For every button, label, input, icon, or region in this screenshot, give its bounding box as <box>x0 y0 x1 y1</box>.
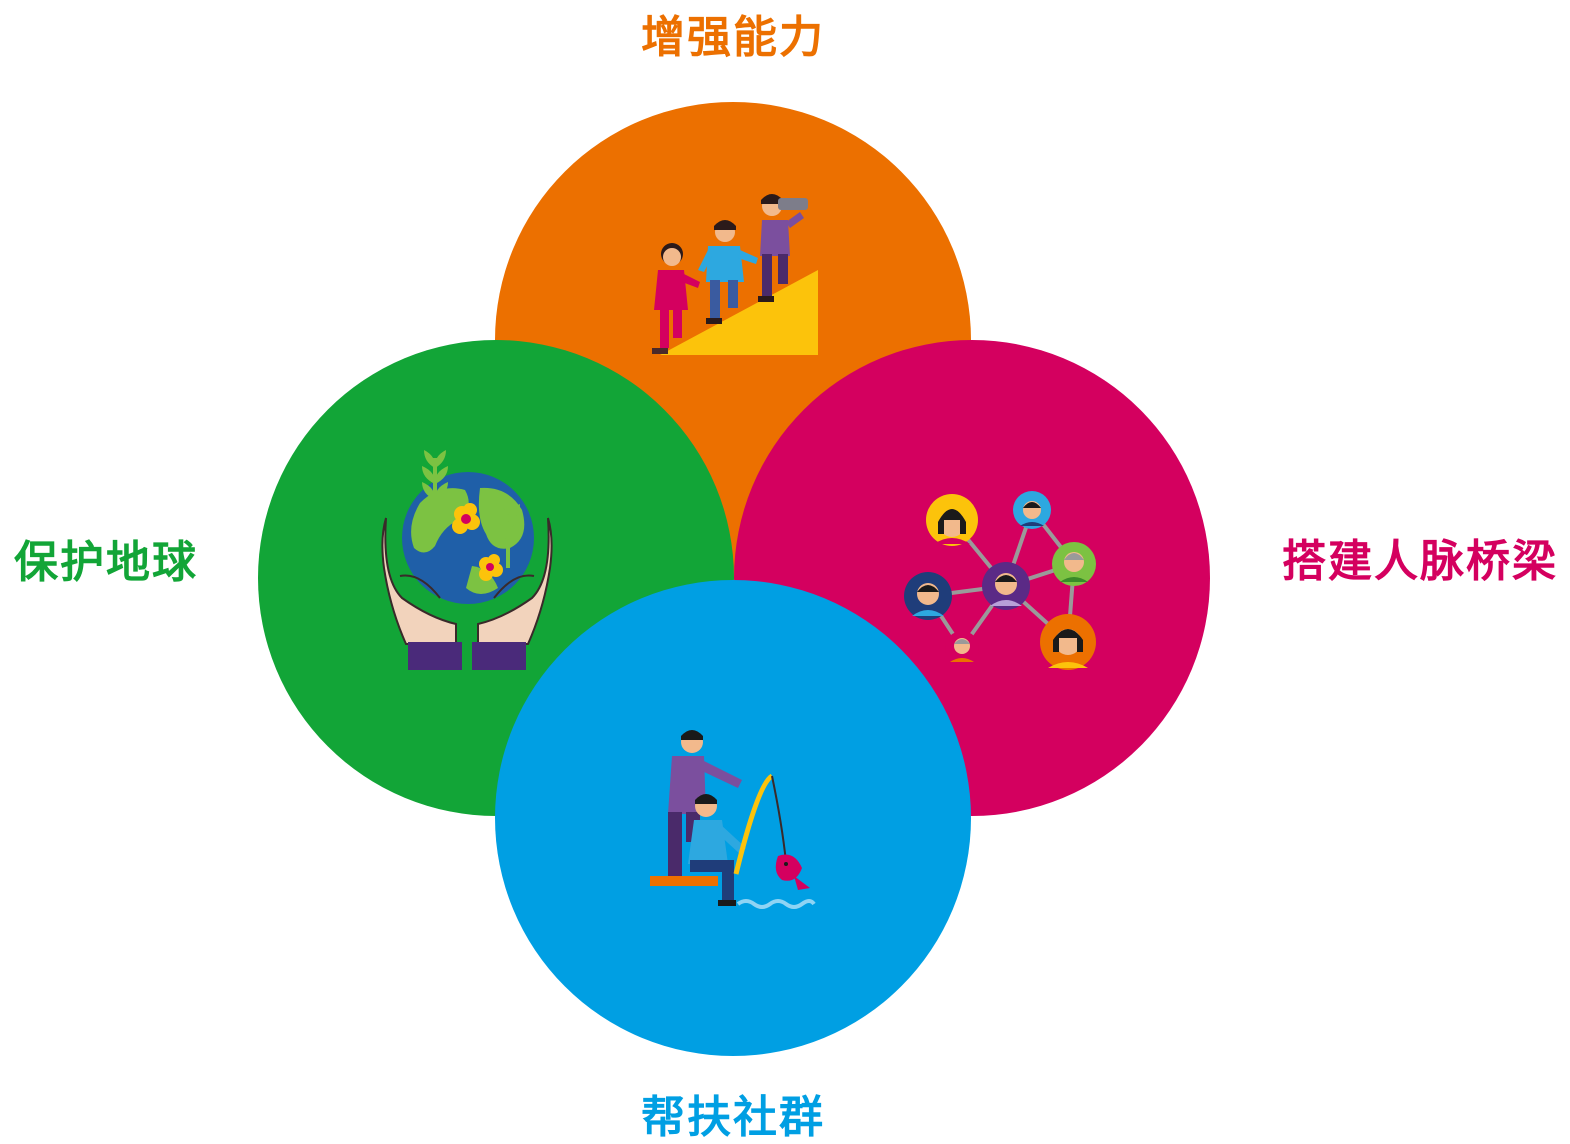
teaching-fishing-icon <box>650 730 816 909</box>
hands-holding-earth-icon <box>381 450 553 670</box>
people-network-icon <box>904 491 1096 670</box>
circle-help-community <box>495 580 971 1056</box>
label-bridge-building: 搭建人脉桥梁 <box>1282 536 1558 587</box>
label-help-community: 帮扶社群 <box>641 1092 825 1143</box>
climbing-people-icon <box>652 194 818 355</box>
label-protect-planet: 保护地球 <box>14 537 198 588</box>
label-empower: 增强能力 <box>641 12 825 63</box>
